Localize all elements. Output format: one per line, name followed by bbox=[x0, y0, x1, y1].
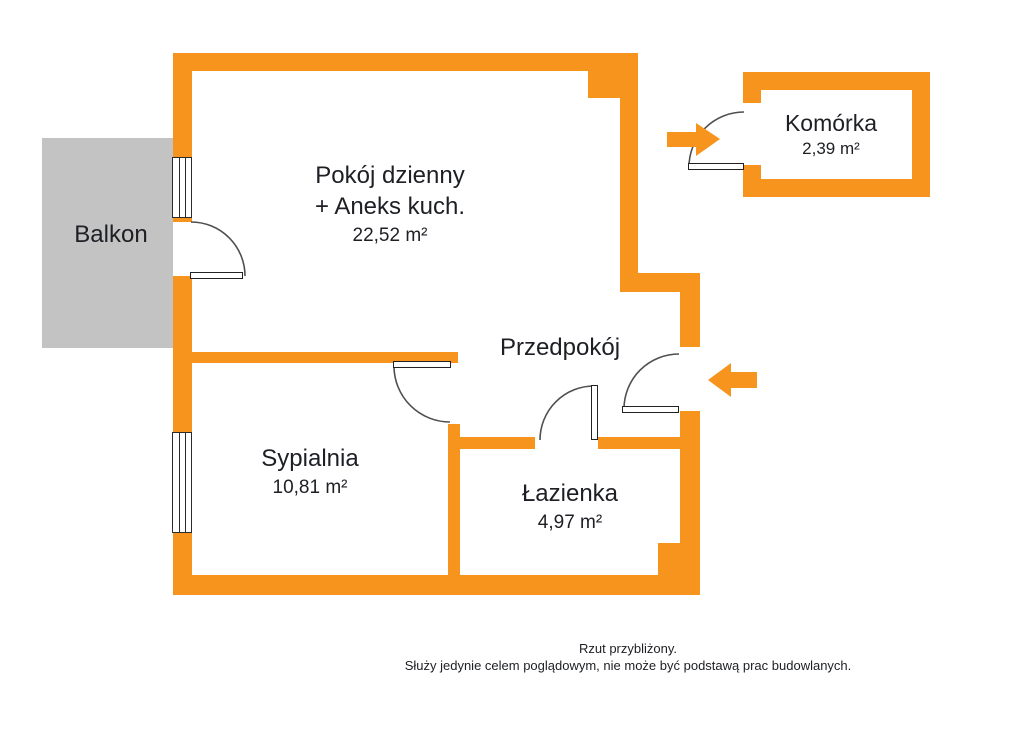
wall-storage-right bbox=[912, 72, 930, 197]
wall-storage-bottom bbox=[743, 179, 930, 197]
storage-label: Komórka 2,39 m² bbox=[761, 109, 901, 160]
hallway-name: Przedpokój bbox=[499, 334, 621, 361]
wall-bathroom-top-left bbox=[456, 437, 535, 449]
storage-area: 2,39 m² bbox=[802, 139, 860, 158]
storage-door-leaf bbox=[688, 163, 744, 170]
entrance-door-leaf bbox=[622, 406, 679, 413]
bedroom-label: Sypialnia 10,81 m² bbox=[230, 443, 390, 500]
bedroom-door-arc bbox=[393, 365, 451, 423]
bedroom-window bbox=[172, 432, 192, 533]
living-room-name-line1: Pokój dzienny bbox=[315, 162, 465, 189]
wall-exterior-bottom bbox=[173, 575, 700, 595]
balcony-door-arc bbox=[190, 221, 246, 277]
disclaimer-line1: Rzut przybliżony. bbox=[578, 641, 677, 656]
balcony-door-leaf bbox=[190, 272, 243, 279]
living-room-label: Pokój dzienny + Aneks kuch. 22,52 m² bbox=[278, 160, 502, 248]
wall-storage-left-lower bbox=[743, 165, 761, 197]
bathroom-name: Łazienka bbox=[521, 480, 619, 507]
disclaimer-text: Rzut przybliżony. Służy jedynie celem po… bbox=[278, 640, 978, 674]
storage-entry-arrow-right-icon bbox=[667, 123, 720, 156]
wall-storage-top bbox=[743, 72, 930, 90]
wall-exterior-left-upper bbox=[173, 53, 192, 157]
wall-livingroom-right bbox=[620, 53, 638, 273]
bathroom-label: Łazienka 4,97 m² bbox=[490, 478, 650, 535]
wall-exterior-top bbox=[173, 53, 638, 71]
wall-exterior-left-middle bbox=[173, 276, 192, 432]
wall-exterior-right-below-entrance bbox=[680, 411, 700, 575]
wall-storage-left-upper bbox=[743, 72, 761, 103]
hallway-label: Przedpokój bbox=[470, 332, 650, 363]
wall-bathroom-corner-step bbox=[658, 543, 682, 577]
balcony-name: Balkon bbox=[74, 221, 148, 248]
apartment-entrance-arrow-left-icon bbox=[708, 363, 757, 397]
window-pane-line bbox=[179, 433, 186, 532]
bedroom-name: Sypialnia bbox=[261, 445, 359, 472]
wall-corner-step bbox=[588, 71, 620, 98]
bedroom-area: 10,81 m² bbox=[272, 477, 348, 498]
window-pane-line bbox=[179, 158, 186, 217]
living-room-window bbox=[172, 157, 192, 218]
bathroom-door-leaf bbox=[591, 385, 598, 440]
living-room-name-line2: + Aneks kuch. bbox=[314, 193, 466, 220]
living-room-area: 22,52 m² bbox=[352, 225, 428, 246]
wall-bedroom-bathroom bbox=[448, 424, 460, 575]
wall-bathroom-top-right bbox=[598, 437, 682, 449]
wall-bedroom-top bbox=[192, 352, 458, 363]
storage-door-arc bbox=[688, 111, 745, 168]
storage-name: Komórka bbox=[784, 110, 878, 136]
wall-exterior-right-above-entrance bbox=[680, 292, 700, 347]
balcony-slab bbox=[42, 138, 173, 348]
wall-exterior-left-between-window-door bbox=[173, 216, 192, 222]
wall-right-jog bbox=[620, 273, 700, 292]
bathroom-door-arc bbox=[539, 385, 595, 441]
balcony-label: Balkon bbox=[61, 219, 161, 250]
disclaimer-line2: Służy jedynie celem poglądowym, nie może… bbox=[404, 658, 852, 673]
bedroom-door-leaf bbox=[393, 361, 451, 368]
bathroom-area: 4,97 m² bbox=[537, 512, 603, 533]
